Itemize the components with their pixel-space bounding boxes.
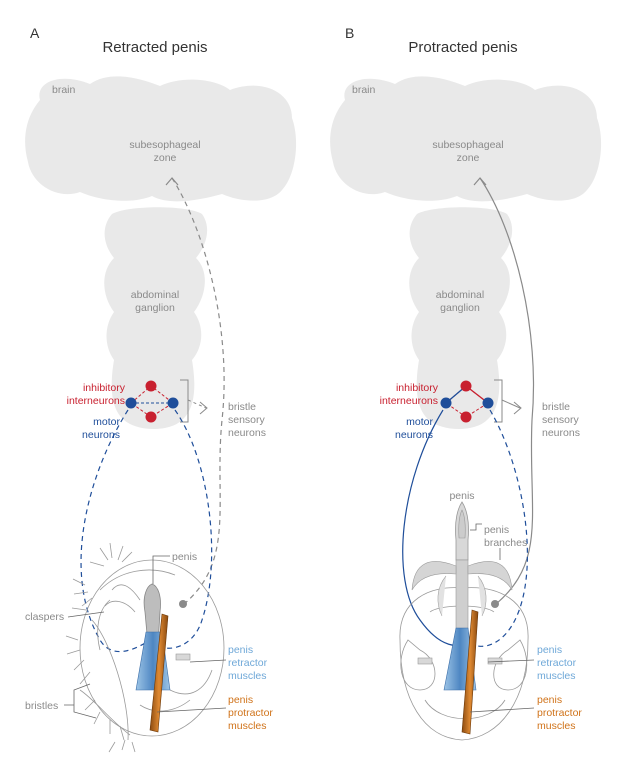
inhibitory-label: inhibitory xyxy=(83,382,126,394)
muscle-attachment xyxy=(175,653,191,661)
panel-b-title: Protracted penis xyxy=(408,39,517,56)
sensory-label: sensory xyxy=(542,414,580,426)
protractor-label-1: penis xyxy=(537,694,562,706)
bristle-label: bristle xyxy=(228,401,256,413)
zone-label: zone xyxy=(154,152,177,164)
leader-lines-b xyxy=(469,523,535,713)
penis-shape-a xyxy=(143,583,161,646)
sensory-neuron-path xyxy=(171,177,225,605)
inhibitory-label: inhibitory xyxy=(396,382,439,394)
sensory-cell-body xyxy=(491,600,499,608)
sensory-synapse-brain xyxy=(165,177,179,186)
retractor-label-1: penis xyxy=(228,644,253,656)
bristles-label: bristles xyxy=(25,700,58,712)
abdominal-label: abdominal xyxy=(436,289,484,301)
inhibitory-neuron xyxy=(145,411,157,423)
brain-shape xyxy=(25,76,297,202)
ganglion-label: ganglion xyxy=(135,302,175,314)
motor-label: motor xyxy=(93,416,120,428)
leader-lines-a xyxy=(64,555,227,719)
motor-axon-right xyxy=(477,409,528,647)
protractor-label-2: protractor xyxy=(228,707,273,719)
interneurons-label: interneurons xyxy=(67,395,125,407)
sensory-neurons-label: neurons xyxy=(228,427,266,439)
retractor-label-2: retractor xyxy=(537,657,577,669)
protractor-muscle-a xyxy=(149,613,169,733)
bracket xyxy=(494,379,503,423)
zone-label: zone xyxy=(457,152,480,164)
panel-a-letter: A xyxy=(30,25,40,41)
penis-label: penis xyxy=(172,551,197,563)
bracket xyxy=(180,379,189,423)
sensory-neurons-label: neurons xyxy=(542,427,580,439)
motor-axon-right xyxy=(164,409,213,649)
protractor-muscle-b xyxy=(461,609,479,735)
genitalia-a xyxy=(65,542,225,753)
sensory-synapse-ganglion xyxy=(199,401,208,415)
brain-shape xyxy=(330,76,602,202)
motor-neuron xyxy=(482,397,494,409)
inhibitory-neuron xyxy=(145,380,157,392)
interneurons-label: interneurons xyxy=(380,395,438,407)
panel-b-letter: B xyxy=(345,25,354,41)
protractor-label-3: muscles xyxy=(537,720,576,732)
panel-a-title: Retracted penis xyxy=(102,39,207,56)
abdominal-label: abdominal xyxy=(131,289,179,301)
muscle-attachment xyxy=(417,657,433,665)
motor-label: motor xyxy=(406,416,433,428)
retractor-label-3: muscles xyxy=(537,670,576,682)
subesophageal-label: subesophageal xyxy=(129,139,200,151)
sensory-cell-body xyxy=(179,600,187,608)
abdominal-ganglion-shape xyxy=(104,207,208,429)
muscle-attachment xyxy=(487,657,503,665)
panel-b: B Protracted penis brain subesophageal z… xyxy=(330,25,602,741)
motor-neuron xyxy=(440,397,452,409)
motor-axon-left xyxy=(80,409,151,653)
brain-label: brain xyxy=(52,84,76,96)
sensory-label: sensory xyxy=(228,414,266,426)
motor-neuron xyxy=(125,397,137,409)
inhibitory-neuron xyxy=(460,380,472,392)
abdominal-ganglion-shape xyxy=(409,207,513,429)
penis-branches-label-1: penis xyxy=(484,524,509,536)
brain-label: brain xyxy=(352,84,376,96)
sensory-synapse-ganglion xyxy=(513,401,522,415)
subesophageal-label: subesophageal xyxy=(432,139,503,151)
panel-a: A Retracted penis brain subesophageal zo… xyxy=(25,25,297,753)
neurons-label: neurons xyxy=(82,429,120,441)
penis-branches-label-2: branches xyxy=(484,537,527,549)
sensory-neuron-path xyxy=(479,177,535,605)
inhibitory-neuron xyxy=(460,411,472,423)
inhibitory-circuit xyxy=(130,385,174,418)
protractor-label-3: muscles xyxy=(228,720,267,732)
motor-neuron xyxy=(167,397,179,409)
sensory-branch xyxy=(501,399,521,409)
retractor-label-1: penis xyxy=(537,644,562,656)
retractor-label-3: muscles xyxy=(228,670,267,682)
bristle-label: bristle xyxy=(542,401,570,413)
penis-label: penis xyxy=(449,490,474,502)
penis-shape-b xyxy=(411,501,513,641)
retractor-label-2: retractor xyxy=(228,657,268,669)
protractor-label-2: protractor xyxy=(537,707,582,719)
neurons-label: neurons xyxy=(395,429,433,441)
ganglion-label: ganglion xyxy=(440,302,480,314)
protractor-label-1: penis xyxy=(228,694,253,706)
sensory-synapse-brain xyxy=(473,177,487,186)
claspers-label: claspers xyxy=(25,611,64,623)
